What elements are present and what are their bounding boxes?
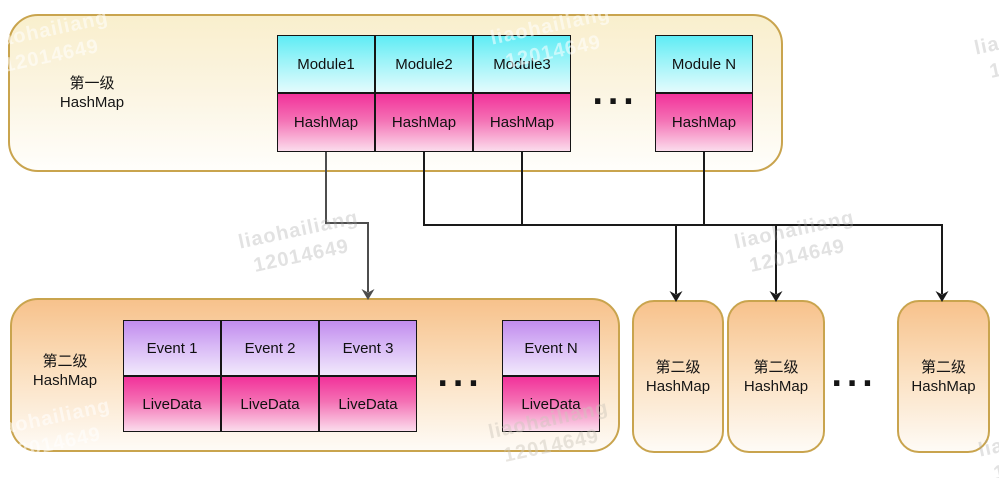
watermark-line2: 12014649 [747, 235, 848, 277]
level2-small-label-1: 第二级 HashMap [646, 358, 710, 396]
level1-label-line2: HashMap [59, 94, 125, 111]
level1-label-line1: 第一级 [69, 75, 115, 92]
module-table-column-1: Module1 HashMap [278, 36, 374, 151]
level2-main-label-line1: 第二级 [42, 353, 88, 370]
watermark: liaohailiang 12014649 [732, 205, 862, 281]
label-line2: HashMap [743, 377, 809, 395]
event-table: Event 1 LiveData Event 2 LiveData Event … [123, 320, 417, 432]
connector-modulen-to-level2-small-3 [703, 152, 949, 302]
module-n-column: Module N HashMap [656, 36, 752, 151]
label-line2: HashMap [645, 377, 711, 395]
event-table-column-1: Event 1 LiveData [124, 321, 220, 431]
module-n-cell: Module N [656, 36, 752, 94]
level2-small-container-2: 第二级 HashMap [727, 300, 825, 453]
ellipsis-containers: ... [831, 359, 878, 394]
watermark-line2: 12014649 [251, 235, 352, 277]
ellipsis-events: ... [437, 359, 484, 394]
module-n-table: Module N HashMap [655, 35, 753, 152]
level2-small-container-3: 第二级 HashMap [897, 300, 990, 453]
label-line2: HashMap [911, 377, 976, 395]
hashmap-cell: HashMap [376, 94, 472, 151]
hashmap-cell: HashMap [656, 94, 752, 151]
watermark-line2: 12014649 [991, 443, 999, 478]
label-line1: 第二级 [753, 358, 799, 376]
module-cell: Module2 [376, 36, 472, 94]
level1-label: 第一级 HashMap [36, 74, 148, 112]
event-cell: Event 1 [124, 321, 220, 377]
watermark: liaohailiang 12014649 [236, 205, 366, 281]
event-n-column: Event N LiveData [503, 321, 599, 431]
module-table: Module1 HashMap Module2 HashMap Module3 … [277, 35, 571, 152]
event-cell: Event 3 [320, 321, 416, 377]
watermark-line1: liaohailiang [972, 12, 999, 60]
event-n-cell: Event N [503, 321, 599, 377]
label-line1: 第二级 [920, 358, 966, 376]
module-table-column-3: Module3 HashMap [472, 36, 570, 151]
livedata-cell: LiveData [222, 377, 318, 431]
ellipsis-top: ... [592, 77, 639, 112]
watermark-line1: liaohailiang [732, 206, 857, 254]
event-cell: Event 2 [222, 321, 318, 377]
module-cell: Module3 [474, 36, 570, 94]
connector-module3-to-level2-small-2 [521, 152, 783, 302]
event-n-table: Event N LiveData [502, 320, 600, 432]
connector-module2-to-level2-small-1 [423, 152, 683, 302]
connector-module1-to-level2-main [325, 152, 375, 300]
watermark: liaohailiang 12014649 [972, 11, 999, 87]
module-table-column-2: Module2 HashMap [374, 36, 472, 151]
level2-small-label-2: 第二级 HashMap [744, 358, 808, 396]
level2-small-container-1: 第二级 HashMap [632, 300, 724, 453]
hashmap-cell: HashMap [474, 94, 570, 151]
level2-small-label-3: 第二级 HashMap [911, 358, 975, 396]
livedata-cell: LiveData [503, 377, 599, 431]
module-cell: Module1 [278, 36, 374, 94]
label-line1: 第二级 [655, 358, 701, 376]
watermark-line2: 12014649 [987, 41, 999, 83]
level2-main-label: 第二级 HashMap [14, 352, 116, 390]
level2-main-label-line2: HashMap [32, 372, 98, 389]
event-table-column-2: Event 2 LiveData [220, 321, 318, 431]
watermark-line1: liaohailiang [236, 206, 361, 254]
event-table-column-3: Event 3 LiveData [318, 321, 416, 431]
livedata-cell: LiveData [124, 377, 220, 431]
livedata-cell: LiveData [320, 377, 416, 431]
hashmap-cell: HashMap [278, 94, 374, 151]
